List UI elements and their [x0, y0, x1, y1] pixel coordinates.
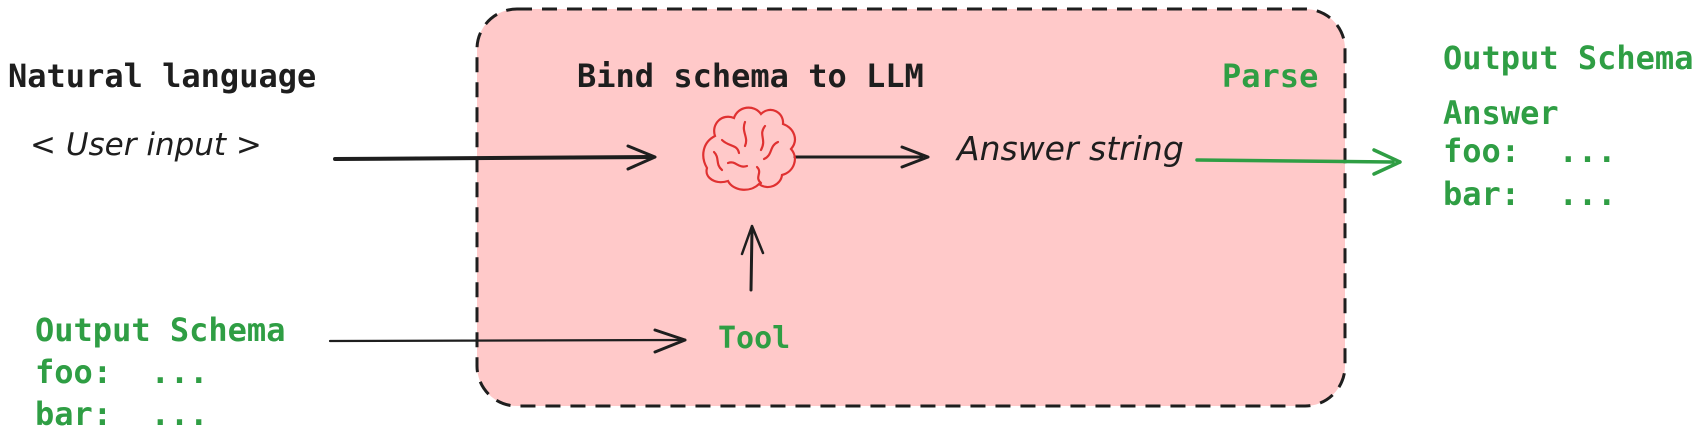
answer-string-label: Answer string: [957, 129, 1184, 168]
arrow-user-input-to-llm: [333, 144, 657, 171]
output-schema-left-foo: foo: ...: [35, 353, 209, 391]
output-schema-right-answer: Answer: [1443, 94, 1559, 132]
arrow-parse-to-output: [1195, 148, 1402, 176]
tool-label: Tool: [718, 321, 791, 356]
output-schema-right-bar: bar: ...: [1443, 175, 1617, 213]
llm-box-title: Bind schema to LLM: [577, 57, 924, 95]
arrow-output-schema-to-tool: [328, 328, 687, 354]
parse-label: Parse: [1222, 57, 1319, 95]
output-schema-left-bar: bar: ...: [35, 395, 209, 433]
output-schema-right-title: Output Schema: [1443, 39, 1694, 77]
output-schema-right-foo: foo: ...: [1443, 132, 1617, 170]
user-input-label: < User input >: [30, 127, 262, 163]
arrow-llm-to-answer-string: [793, 145, 930, 169]
arrow-tool-to-llm: [740, 224, 765, 292]
output-schema-left-title: Output Schema: [35, 311, 286, 349]
natural-language-label: Natural language: [8, 57, 317, 95]
llm-box-outline: [475, 7, 1347, 408]
brain-icon: [702, 106, 796, 191]
